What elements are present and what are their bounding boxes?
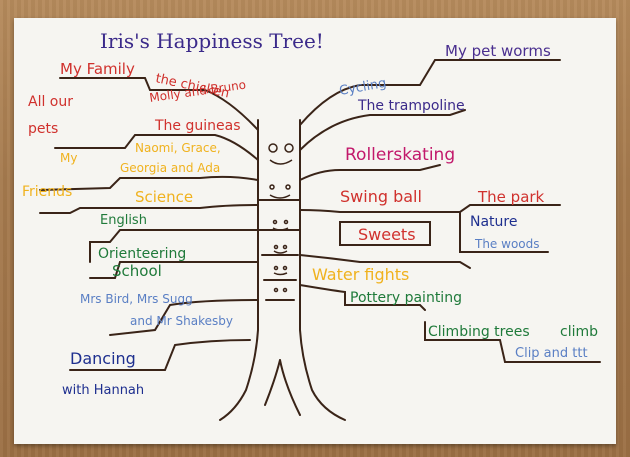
label-waterfights: Water fights — [312, 265, 409, 284]
label-hannah: with Hannah — [62, 383, 144, 398]
left-labels: My Family the chicken Molly and Bruno Al… — [22, 60, 247, 398]
page-title: Iris's Happiness Tree! — [100, 29, 324, 53]
label-dancing: Dancing — [70, 349, 136, 368]
label-rollerskating: Rollerskating — [345, 145, 455, 165]
face-1-icon — [268, 143, 294, 165]
label-my: My — [60, 151, 77, 165]
label-climb: climb — [560, 324, 598, 340]
face-3-icon — [272, 219, 289, 231]
trunk-left-edge — [219, 119, 259, 421]
branch-family — [59, 77, 259, 131]
label-my-family: My Family — [60, 60, 135, 78]
face-2-icon — [269, 184, 291, 199]
branch-nature — [459, 211, 549, 253]
branch-waterfights — [299, 254, 471, 269]
face-4-icon — [273, 244, 288, 254]
label-guineas: The guineas — [154, 118, 241, 134]
branch-orienteering — [89, 229, 259, 263]
label-all-our: All our — [28, 94, 73, 110]
trunk-faces — [268, 143, 294, 293]
right-branches — [299, 59, 601, 363]
label-pets: pets — [28, 121, 58, 137]
paper-sheet — [14, 18, 616, 444]
branch-pets — [54, 134, 259, 161]
branch-dancing — [69, 339, 251, 371]
branch-science — [39, 204, 259, 214]
label-woods: The woods — [474, 237, 540, 251]
trunk-roots — [264, 359, 301, 416]
label-science: Science — [135, 188, 193, 206]
label-trampoline: The trampoline — [357, 98, 465, 114]
trunk-segments — [257, 199, 301, 301]
branch-rollerskating — [299, 164, 441, 181]
label-teachers-2: and Mr Shakesby — [130, 314, 233, 328]
branch-teachers — [109, 299, 259, 336]
label-nature: Nature — [470, 214, 517, 230]
label-english: English — [100, 213, 147, 228]
label-climbing-trees: Climbing trees — [428, 324, 530, 340]
label-orienteering: Orienteering — [98, 246, 186, 262]
label-park: The park — [477, 188, 545, 206]
left-branches — [39, 77, 259, 371]
sweets-box — [339, 221, 431, 246]
label-school: School — [112, 262, 162, 280]
label-sweets: Sweets — [358, 225, 416, 244]
branch-climbing — [424, 321, 601, 363]
branch-school — [89, 261, 259, 279]
right-labels: My pet worms Cycling The trampoline Roll… — [312, 42, 598, 361]
face-6-icon — [273, 287, 288, 293]
label-pet-worms: My pet worms — [445, 42, 551, 60]
branch-worms — [299, 59, 561, 126]
label-naomi-grace: Naomi, Grace, — [135, 141, 221, 155]
label-georgia-ada: Georgia and Ada — [120, 161, 220, 175]
label-cycling: Cycling — [338, 76, 388, 99]
branch-trampoline — [299, 109, 466, 151]
trunk-right-edge — [299, 119, 346, 421]
label-teachers-1: Mrs Bird, Mrs Sugg — [80, 292, 193, 306]
label-friends: Friends — [22, 184, 72, 200]
branch-swingball — [299, 204, 561, 213]
label-pottery: Pottery painting — [350, 290, 462, 306]
face-5-icon — [273, 265, 288, 276]
label-swingball: Swing ball — [340, 187, 422, 206]
label-clip-and: Clip and ttt — [515, 346, 588, 361]
branch-friends — [39, 175, 259, 191]
branch-pottery — [299, 284, 426, 311]
